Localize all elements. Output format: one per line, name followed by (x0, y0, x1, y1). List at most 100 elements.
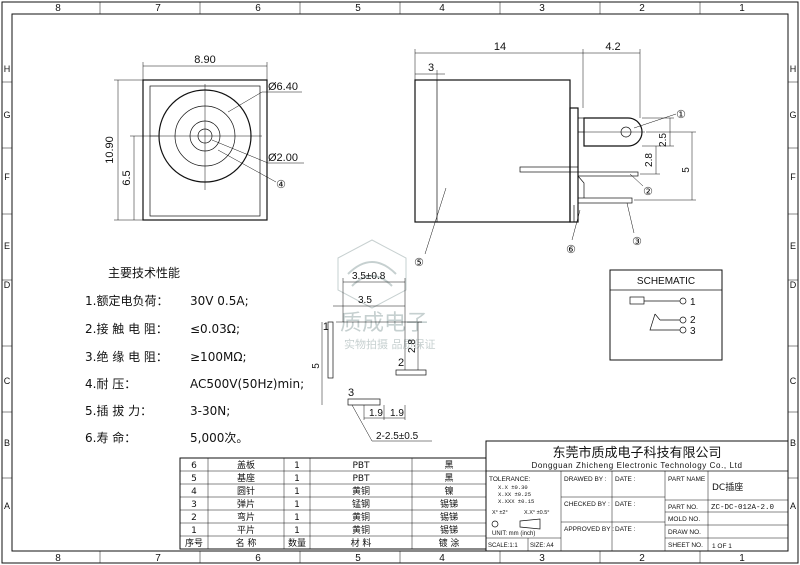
drawn-by-label: DRAWED BY : (564, 476, 607, 483)
checked-by-label: CHECKED BY : (564, 501, 610, 508)
dim-2-8: 2.8 (644, 153, 655, 167)
schematic-pin-2: 2 (690, 315, 696, 326)
front-body-outline (142, 79, 268, 221)
row-mark-left-h: H (4, 64, 11, 74)
dim-1-9-a: 1.9 (369, 408, 383, 419)
spec-1-label: 1.额定电负荷： (85, 293, 168, 308)
part-name-value: DC插座 (712, 481, 743, 493)
row-mark-right-g: G (789, 110, 796, 120)
row-mark-left-b: B (4, 438, 10, 448)
col-mark-bottom-6: 6 (255, 553, 261, 564)
bom-r6-qty: 1 (294, 526, 300, 536)
dim-pin-note: 2-2.5±0.5 (376, 431, 419, 442)
side-view: 14 4.2 3 2.5 2.8 5 ① ② ③ ⑤ ⑥ (414, 41, 696, 269)
col-mark-top-3: 3 (539, 3, 545, 14)
dim-front-step: 3 (428, 62, 434, 74)
spec-4-label: 4.耐 压： (85, 377, 136, 391)
dim-1-9-b: 1.9 (390, 408, 404, 419)
bom-r2-material: PBT (352, 474, 370, 484)
bom-r3-qty: 1 (294, 487, 300, 497)
row-mark-left-d: D (4, 280, 11, 290)
spec-6-value: 5,000次。 (190, 431, 248, 445)
bom-r3-material: 黄铜 (352, 485, 370, 497)
col-mark-top-2: 2 (639, 3, 645, 14)
specs-heading: 主要技术性能 (108, 266, 180, 280)
row-mark-right-d: D (790, 280, 797, 290)
mold-no-label: MOLD NO. (668, 516, 700, 523)
specs: 主要技术性能 1.额定电负荷： 30V 0.5A; 2.接 触 电 阻： ≤0.… (85, 266, 304, 445)
pin-label-2: 2 (398, 357, 404, 369)
bom-r4-material: 锰钢 (352, 498, 370, 510)
bom-r1-material: PBT (352, 461, 370, 471)
pin-3 (347, 398, 381, 406)
callout-4: ④ (276, 178, 286, 191)
pin-1 (327, 321, 334, 379)
row-mark-left-f: F (4, 172, 10, 182)
bottom-view: 1 2 3 3.5±0.8 3.5 2.8 5 1.9 1.9 2-2.5±0.… (311, 271, 432, 442)
projection-symbol-icon (491, 520, 499, 528)
col-mark-bottom-5: 5 (355, 553, 361, 564)
col-mark-bottom-1: 1 (739, 553, 745, 564)
tolerance-x: X.X ±0.30 (498, 484, 528, 491)
callout-2: ② (643, 185, 653, 198)
watermark-logo-text: 质成电子 (340, 311, 428, 336)
bom-r6-name: 平片 (237, 524, 255, 536)
watermark-tagline: 实物拍摄 品质保证 (344, 337, 436, 351)
row-mark-right-b: B (790, 438, 796, 448)
size-label: SIZE: A4 (530, 543, 554, 549)
dim-3-5-tol: 3.5±0.8 (352, 271, 386, 282)
bom-r4-plating: 锡锑 (440, 498, 458, 510)
approved-by-label: APPROVED BY : (564, 526, 614, 533)
col-mark-bottom-3: 3 (539, 553, 545, 564)
company-name-cn: 东莞市质成电子科技有限公司 (552, 445, 721, 461)
bom-r5-no: 2 (191, 513, 197, 523)
dim-3-5: 3.5 (358, 295, 372, 306)
col-mark-top-7: 7 (155, 3, 161, 14)
draw-no-label: DRAW NO. (668, 529, 701, 536)
row-mark-right-a: A (790, 501, 796, 511)
side-terminal-1 (583, 117, 643, 147)
dim-5: 5 (681, 167, 692, 173)
side-terminal-2-stub (519, 166, 579, 173)
row-mark-right-f: F (790, 172, 796, 182)
row-mark-left-g: G (3, 110, 10, 120)
dim-2-5: 2.5 (658, 133, 669, 147)
row-mark-right-c: C (790, 376, 797, 386)
bom-r1-qty: 1 (294, 461, 300, 471)
bom-r2-plating: 黑 (444, 473, 453, 484)
bom-r4-qty: 1 (294, 500, 300, 510)
col-mark-top-5: 5 (355, 3, 361, 14)
tolerance-xx: X.XX ±0.25 (498, 491, 531, 498)
side-terminal-3 (577, 197, 633, 204)
part-name-label: PART NAME (668, 476, 706, 483)
spec-1-value: 30V 0.5A; (190, 294, 249, 308)
dim-height-label: 10.90 (104, 136, 116, 164)
side-terminal-2 (577, 171, 639, 177)
spec-3-value: ≥100MΩ; (190, 350, 247, 364)
bom-header-qty: 数量 (288, 537, 306, 549)
tolerance-xxx: X.XXX ±0.15 (498, 498, 534, 505)
bom-r2-no: 5 (191, 474, 197, 484)
callout-3: ③ (632, 235, 642, 248)
sheet-no-value: 1 OF 1 (712, 543, 732, 550)
schematic-box (609, 269, 723, 361)
col-mark-top-6: 6 (255, 3, 261, 14)
bom-r3-no: 4 (191, 487, 197, 497)
bom-r1-no: 6 (191, 461, 197, 471)
bom-r5-material: 黄铜 (352, 511, 370, 523)
part-no-label: PART NO. (668, 504, 698, 511)
schematic-title: SCHEMATIC (637, 276, 695, 287)
row-mark-right-e: E (790, 241, 796, 251)
schematic: SCHEMATIC 1 2 3 (609, 269, 723, 361)
col-mark-top-1: 1 (739, 3, 745, 14)
angle-tolerance-2: X.X° ±0.5° (524, 510, 549, 516)
bom-r3-name: 圆针 (237, 485, 255, 497)
spec-2-value: ≤0.03Ω; (190, 322, 240, 336)
side-body-outline (414, 79, 571, 223)
date-label-3: DATE : (615, 526, 636, 533)
bom-r4-no: 3 (191, 500, 197, 510)
sheet-no-label: SHEET NO. (668, 542, 703, 549)
spec-2-label: 2.接 触 电 阻： (85, 321, 168, 336)
